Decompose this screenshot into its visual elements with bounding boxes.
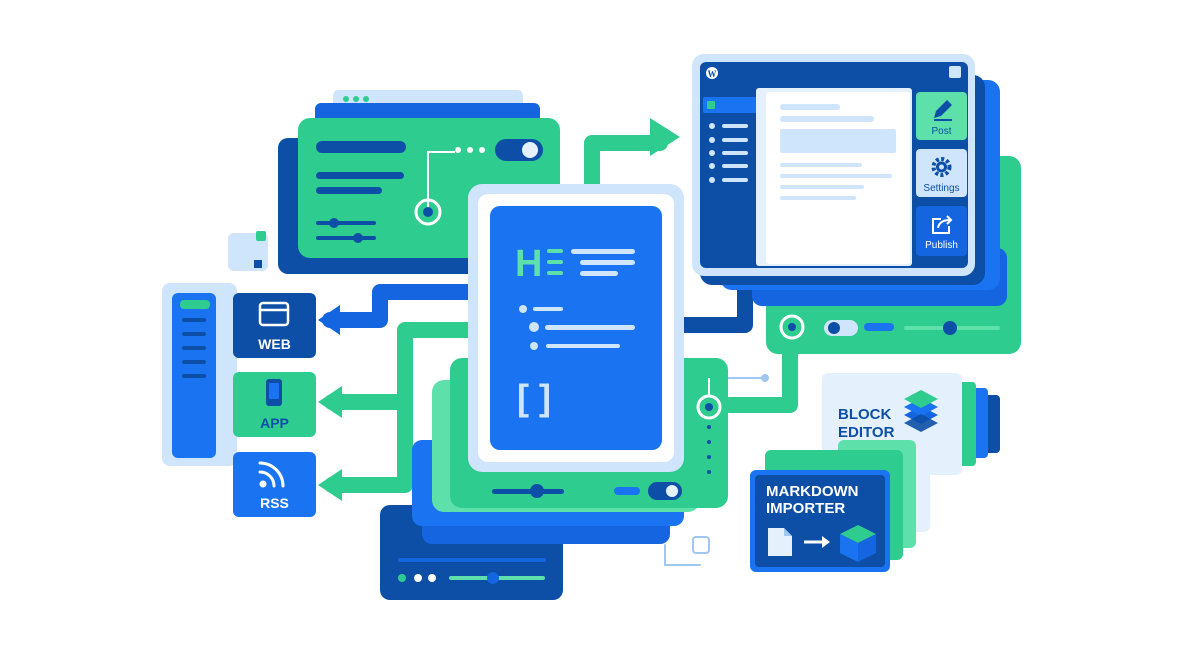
publish-button[interactable]: Publish xyxy=(916,206,967,256)
window-maximize-icon[interactable] xyxy=(949,66,961,78)
slider-knob[interactable] xyxy=(943,321,957,335)
code-brackets-glyph: [ ] xyxy=(517,377,551,418)
markdown-importer-title-line2: IMPORTER xyxy=(766,500,845,517)
block-editor-title-line2: EDITOR xyxy=(838,424,895,441)
heading-glyph: H xyxy=(515,243,542,285)
web-channel-button[interactable]: WEB xyxy=(233,293,316,358)
floating-square-icon xyxy=(228,231,268,271)
slider-knob[interactable] xyxy=(353,233,363,243)
settings-button[interactable]: Settings xyxy=(916,149,967,197)
settings-button-label: Settings xyxy=(923,183,959,194)
slider-knob[interactable] xyxy=(530,484,544,498)
arrow-head-left-icon xyxy=(318,305,340,335)
channel-panel xyxy=(162,283,237,466)
app-channel-button[interactable]: APP xyxy=(233,372,316,437)
arrow-head-right-icon xyxy=(650,118,680,156)
post-button[interactable]: Post xyxy=(916,92,967,140)
arrow-head-left-icon xyxy=(318,386,342,418)
slider-knob[interactable] xyxy=(329,218,339,228)
markdown-importer-title-line1: MARKDOWN xyxy=(766,483,858,500)
arrow-head-left-icon xyxy=(318,469,342,501)
center-document-card: H [ ] xyxy=(468,184,684,472)
rss-channel-button[interactable]: RSS xyxy=(233,452,316,517)
web-channel-label: WEB xyxy=(258,336,291,352)
block-editor-title-line1: BLOCK xyxy=(838,406,891,423)
publish-button-label: Publish xyxy=(925,240,958,251)
app-channel-label: APP xyxy=(260,415,289,431)
settings-bar xyxy=(316,141,406,153)
svg-text:W: W xyxy=(708,69,717,79)
post-button-label: Post xyxy=(931,126,951,137)
markdown-importer-card[interactable]: MARKDOWN IMPORTER xyxy=(750,440,930,572)
cms-editor-page xyxy=(756,88,912,266)
cms-window: W xyxy=(692,54,975,276)
slider-knob[interactable] xyxy=(487,572,499,584)
smartphone-icon xyxy=(266,379,282,406)
rss-channel-label: RSS xyxy=(260,495,289,511)
